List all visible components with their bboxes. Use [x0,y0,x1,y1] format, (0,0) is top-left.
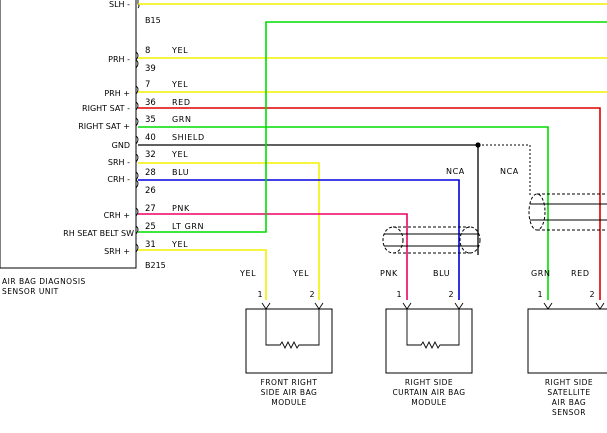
sensor-unit-name-line2: SENSOR UNIT [2,287,59,296]
module1-wire2: YEL [292,269,309,278]
pin-label-right-sat-plus: RIGHT SAT + [78,122,130,131]
module2-terminal1: 1 [396,290,401,299]
module2-name-line1: RIGHT SIDE [405,378,453,387]
module1-terminal1: 1 [257,290,262,299]
module-front-right-side-airbag: YEL YEL 1 2 FRONT RIGHT SIDE AIR BAG MOD… [239,269,333,407]
pin-num-28: 28 [145,168,156,178]
module1-name-line1: FRONT RIGHT [261,378,318,387]
wire-color-pin8: YEL [171,46,188,55]
wire-rh-seat-belt-sw [138,21,607,233]
wire-right-sat-plus [138,126,549,300]
sensor-unit-name-line1: AIR BAG DIAGNOSIS [2,277,86,286]
pin-num-36: 36 [145,98,156,108]
wire-srh-minus [138,162,320,300]
wire-color-pin31: YEL [171,240,188,249]
pin-brackets [135,0,140,253]
pin-label-crh-minus: CRH - [107,175,130,184]
wires [138,3,607,300]
wire-srh-plus [138,249,267,300]
pin-label-prh-minus: PRH - [108,55,130,64]
pin-num-8: 8 [145,46,150,56]
wire-color-pin40: SHIELD [172,133,205,142]
pin-label-crh-plus: CRH + [104,211,130,220]
module3-wire2: RED [571,269,590,278]
wire-crh-plus [138,213,408,300]
pin-label-srh-plus: SRH + [104,247,130,256]
shield-symbols [382,193,607,254]
module1-name-line3: MODULE [271,398,307,407]
nca-label-2: NCA [500,167,519,176]
pin-label-right-sat-minus: RIGHT SAT - [82,104,130,113]
wire-right-sat-minus [138,107,601,300]
wire-color-pin25: LT GRN [172,222,204,231]
module3-name-line4: SENSOR [552,408,586,417]
module2-wire1: PNK [380,269,398,278]
wire-color-pin35: GRN [172,115,192,124]
wire-crh-minus [138,179,460,300]
sensor-unit-box [0,0,137,269]
module3-wire1: GRN [531,269,551,278]
module3-name-line2: SATELLITE [547,388,590,397]
pin-num-27: 27 [145,204,156,214]
shield-splice [475,142,531,255]
module3-name-line1: RIGHT SIDE [545,378,593,387]
module2-terminal2: 2 [448,290,453,299]
module3-terminal2: 2 [589,290,594,299]
pin-num-35: 35 [145,115,156,125]
module1-wire1: YEL [239,269,256,278]
pin-label-rh-seat-belt-sw: RH SEAT BELT SW [63,229,134,238]
module3-name-line3: AIR BAG [552,398,586,407]
wire-color-pin27: PNK [172,204,190,213]
module-right-side-curtain-airbag: PNK BLU 1 2 RIGHT SIDE CURTAIN AIR BAG M… [380,269,473,407]
nca-label-1: NCA [446,167,465,176]
pin-label-prh-plus: PRH + [104,89,130,98]
wire-color-pin36: RED [172,98,191,107]
pin-num-32: 32 [145,150,156,160]
pin-label-gnd: GND [112,141,130,150]
connector-b215: B215 [145,261,166,270]
wire-color-pin28: BLU [172,168,189,177]
wire-color-pin32: YEL [171,150,188,159]
module-right-side-satellite-sensor: GRN RED 1 2 RIGHT SIDE SATELLITE AIR BAG… [527,269,607,417]
module2-name-line2: CURTAIN AIR BAG [392,388,465,397]
pin-num-31: 31 [145,240,156,250]
pin-num-26: 26 [145,186,156,196]
module3-terminal1: 1 [537,290,542,299]
pin-label-slh-minus: SLH - [109,0,130,9]
wire-color-pin7: YEL [171,80,188,89]
pin-num-39: 39 [145,64,156,74]
pin-num-7: 7 [145,80,150,90]
connector-b15: B15 [145,16,161,25]
pin-num-40: 40 [145,133,156,143]
pin-num-25: 25 [145,222,156,232]
module2-name-line3: MODULE [411,398,447,407]
module1-terminal2: 2 [309,290,314,299]
module1-name-line2: SIDE AIR BAG [261,388,318,397]
module2-wire2: BLU [433,269,450,278]
pin-label-srh-minus: SRH - [108,158,130,167]
